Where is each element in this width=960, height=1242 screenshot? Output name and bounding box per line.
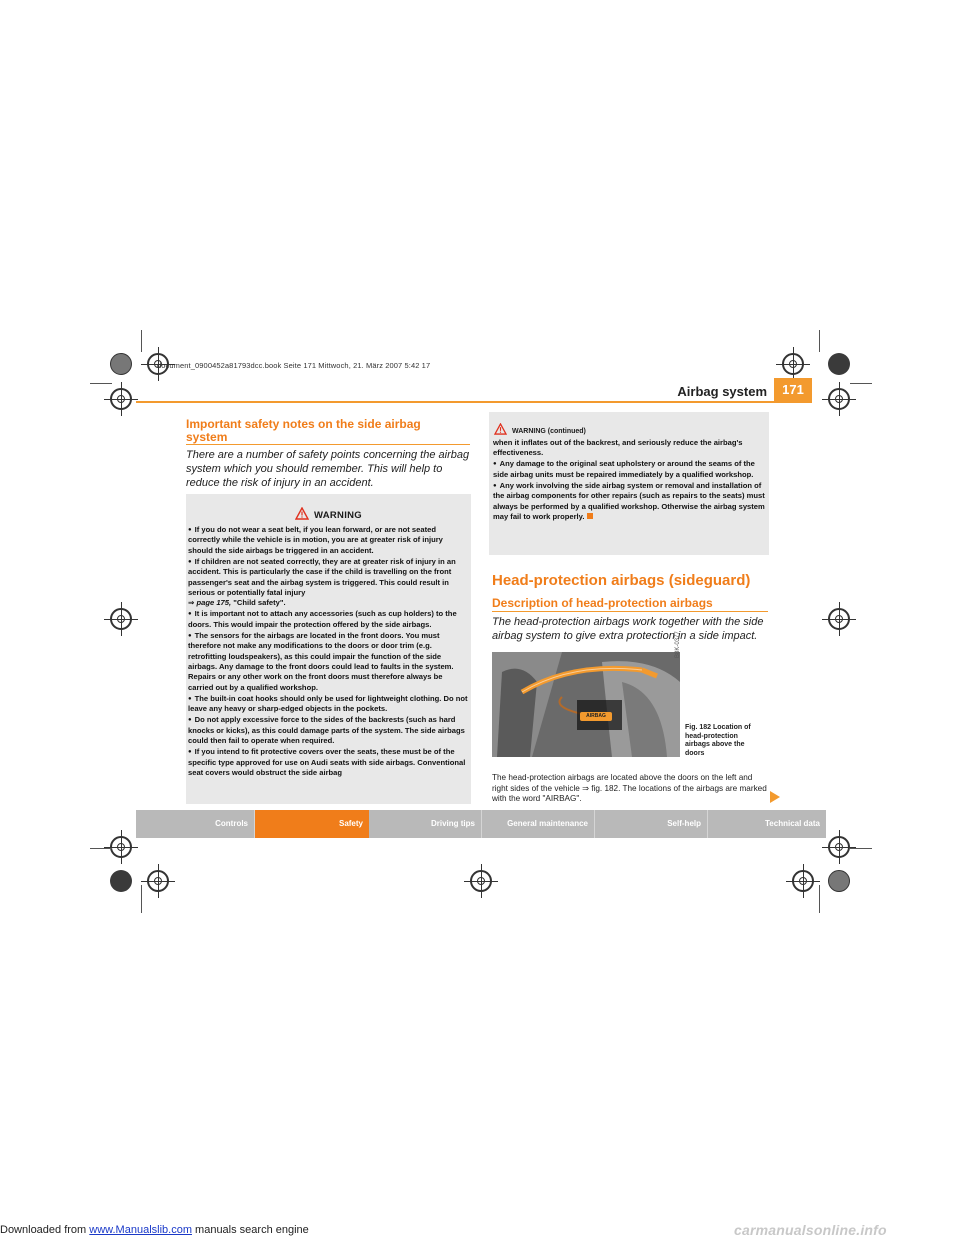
list-item-text: If children are not seated correctly, th…: [188, 556, 456, 598]
list-item: Do not apply excessive force to the side…: [188, 715, 468, 746]
page-ref-link[interactable]: page 175,: [196, 598, 232, 608]
warning-continued-header: WARNING (continued): [493, 420, 586, 438]
list-item: If you intend to fit protective covers o…: [188, 747, 468, 778]
file-info: document_0900452a81793dcc.book Seite 171…: [157, 361, 431, 370]
continued-text: when it inflates out of the backrest, an…: [493, 438, 743, 458]
end-mark-icon: [586, 513, 593, 520]
subheading-rule: [492, 611, 768, 612]
header-rule: [136, 401, 812, 403]
warning-header: WARNING: [186, 505, 471, 523]
body-text: The head-protection airbags are located …: [492, 773, 767, 804]
tab-general-maintenance[interactable]: General maintenance: [482, 810, 595, 838]
subheading: Description of head-protection airbags: [492, 596, 713, 610]
continue-arrow-icon: [770, 790, 780, 808]
warning-title: WARNING: [313, 510, 362, 521]
list-item: The sensors for the airbags are located …: [188, 631, 468, 693]
list-item: The built-in coat hooks should only be u…: [188, 694, 468, 715]
warning-list: If you do not wear a seat belt, if you l…: [188, 525, 468, 779]
list-item: It is important not to attach any access…: [188, 609, 468, 630]
intro-text: The head-protection airbags work togethe…: [492, 616, 764, 642]
airbag-label: AIRBAG: [580, 712, 612, 721]
page-title: Airbag system: [677, 384, 767, 399]
warning-triangle-icon: [493, 422, 508, 435]
manualslib-link[interactable]: www.Manualslib.com: [89, 1224, 192, 1236]
tab-driving-tips[interactable]: Driving tips: [369, 810, 482, 838]
ref-title: "Child safety".: [231, 598, 286, 608]
list-item: If you do not wear a seat belt, if you l…: [188, 525, 468, 556]
figure-caption: Fig. 182 Location of head-protection air…: [685, 724, 751, 757]
heading-rule: [186, 444, 470, 445]
figure-image: AIRBAG: [492, 652, 680, 757]
section-title: Head-protection airbags (sideguard): [492, 572, 751, 589]
chapter-tab-bar: Controls Safety Driving tips General mai…: [136, 810, 826, 838]
list-item: Any work involving the side airbag syste…: [493, 481, 765, 523]
warning-triangle-icon: [294, 506, 310, 520]
page-number: 171: [774, 378, 812, 402]
warning-continued-title: WARNING (continued): [512, 428, 586, 435]
footer-suffix: manuals search engine: [191, 1224, 309, 1236]
car-interior-illustration: [492, 652, 680, 757]
tab-safety[interactable]: Safety: [255, 810, 369, 838]
ref-arrow: ⇒: [188, 598, 195, 608]
warning-box: WARNING If you do not wear a seat belt, …: [186, 494, 471, 804]
list-item: If children are not seated correctly, th…: [188, 557, 468, 609]
list-item-text: Any work involving the side airbag syste…: [493, 480, 765, 522]
section-heading: Important safety notes on the side airba…: [186, 417, 421, 444]
site-watermark: carmanualsonline.info: [734, 1222, 887, 1238]
tab-self-help[interactable]: Self-help: [595, 810, 708, 838]
figure-code: B8K-0377: [675, 631, 681, 658]
tab-controls[interactable]: Controls: [136, 810, 255, 838]
warning-continued-list: when it inflates out of the backrest, an…: [493, 438, 765, 523]
footer-prefix: Downloaded from: [0, 1224, 90, 1236]
intro-text: There are a number of safety points conc…: [186, 449, 470, 489]
download-footer: Downloaded from www.Manualslib.com manua…: [0, 1224, 309, 1236]
list-item: Any damage to the original seat upholste…: [493, 459, 765, 480]
tab-technical-data[interactable]: Technical data: [765, 819, 820, 828]
warning-continued-box: WARNING (continued) when it inflates out…: [489, 412, 769, 555]
